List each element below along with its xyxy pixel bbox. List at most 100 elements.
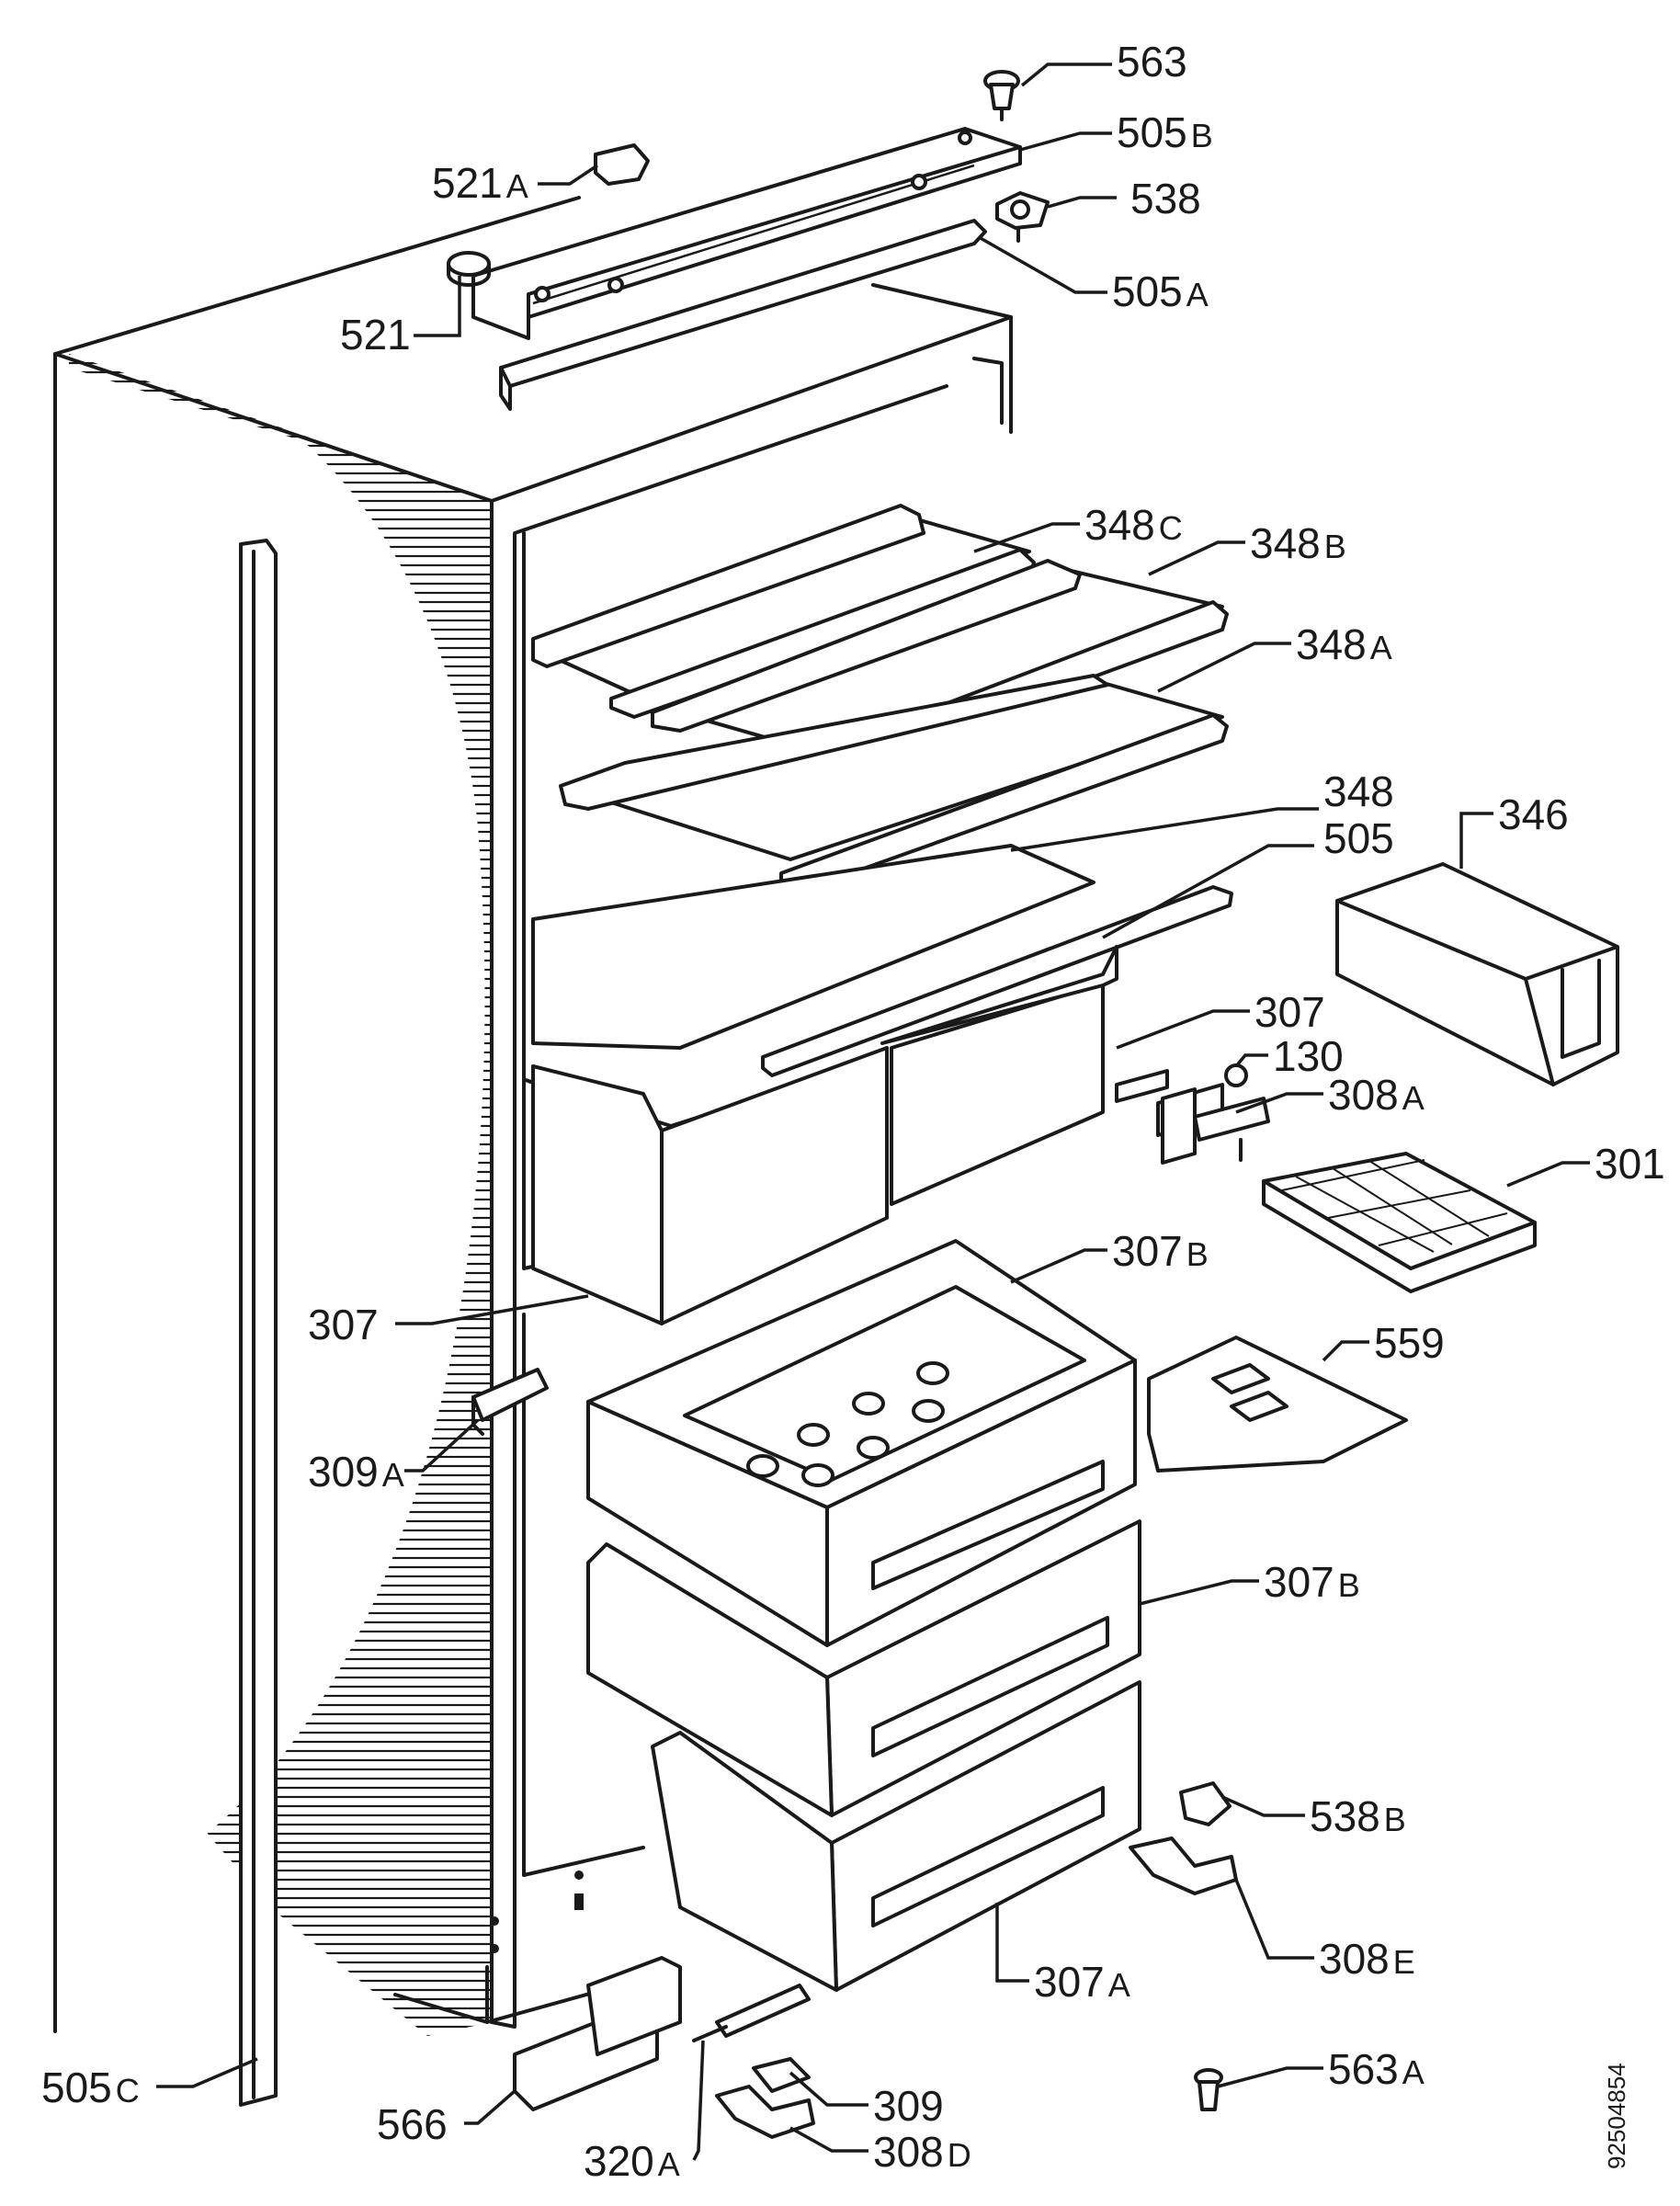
callout-505: 505 — [1323, 814, 1394, 862]
leader-559 — [1322, 1340, 1369, 1362]
drawer-middle-side — [586, 1542, 834, 1817]
callout-559: 559 — [1374, 1319, 1445, 1367]
callout-number: 348 — [1250, 519, 1321, 567]
screw-hole — [574, 1871, 584, 1880]
callout-number: 505 — [41, 2064, 112, 2111]
leader-346 — [1459, 812, 1493, 869]
leader-505 — [1102, 844, 1314, 939]
callout-suffix: A — [1370, 629, 1392, 666]
cap-521-top — [447, 251, 491, 277]
screw-hole — [490, 1944, 499, 1953]
hinge-bar-hole — [958, 131, 972, 145]
leader-538 — [1047, 196, 1117, 209]
leader-505B — [1019, 131, 1112, 152]
leader-348 — [1010, 807, 1319, 852]
callout-number: 307 — [1112, 1227, 1183, 1275]
drawer-top-holes — [746, 1361, 949, 1487]
door-seal-strip — [239, 539, 278, 2107]
crisper-drawer-left — [524, 1046, 889, 1325]
clip-309 — [752, 2057, 811, 2093]
shelf-348B-back-rail — [651, 559, 1082, 733]
hinge-320A-pin — [692, 2025, 728, 2042]
screw-body — [989, 83, 1015, 110]
leader-309 — [789, 2071, 868, 2107]
door-bin-346 — [1335, 862, 1619, 1086]
slot-mark — [574, 1893, 584, 1910]
leader-307-left — [395, 1294, 589, 1325]
drawer-middle-handle — [871, 1616, 1109, 1757]
drawing-code: 92504854 — [1603, 2063, 1630, 2169]
leader-130 — [1234, 1053, 1268, 1068]
seal-strip-outer — [239, 539, 278, 2107]
hinge-308D — [715, 2085, 815, 2139]
callout-538: 538 — [1130, 175, 1201, 222]
hinge-308E — [1129, 1836, 1238, 1895]
callout-suffix: A — [506, 167, 528, 205]
leader-308A — [1235, 1092, 1323, 1114]
hinge-bar-hole — [911, 174, 927, 190]
callout-number: 307 — [1034, 1958, 1105, 2006]
shelf-348A-back-rail — [559, 674, 1109, 811]
callout-number: 308 — [1328, 1071, 1399, 1119]
callout-suffix: A — [1186, 276, 1209, 313]
callout-suffix: A — [1402, 1079, 1425, 1117]
hinge-308A-plate — [1161, 1087, 1197, 1165]
leader-307B-top — [1010, 1248, 1107, 1284]
freezer-drawer-top — [586, 1239, 1137, 1647]
leader-566 — [464, 2089, 516, 2125]
callout-suffix: E — [1393, 1943, 1415, 1981]
callout-number: 559 — [1374, 1319, 1445, 1367]
screw-563A — [1194, 2068, 1223, 2111]
crisper-rail-body — [761, 885, 1233, 1077]
callout-number: 505 — [1323, 814, 1394, 862]
callout-suffix: B — [1324, 528, 1346, 565]
callout-521: 521 — [340, 311, 411, 358]
callout-346: 346 — [1498, 790, 1569, 838]
callout-suffix: B — [1338, 1566, 1360, 1604]
shelf-348-glass — [531, 844, 1095, 1050]
leader-301 — [1506, 1161, 1590, 1188]
callout-301: 301 — [1595, 1140, 1665, 1188]
drawer-top-side — [586, 1400, 829, 1647]
callout-number: 521 — [340, 311, 411, 358]
callout-309: 309 — [873, 2082, 944, 2130]
callout-number: 320 — [584, 2137, 654, 2185]
callout-number: 563 — [1117, 38, 1187, 85]
hinge-pin-538B-body — [1179, 1781, 1232, 1826]
ice-tray-301 — [1262, 1152, 1537, 1293]
leader-348B — [1148, 540, 1245, 576]
divider-plate-559 — [1147, 1336, 1408, 1473]
hinge-bar-hole — [607, 277, 624, 293]
callout-number: 538 — [1310, 1792, 1380, 1840]
callout-130: 130 — [1273, 1032, 1344, 1080]
ice-tray-side — [1262, 1179, 1537, 1293]
leader-308D — [789, 2126, 868, 2153]
callout-suffix: A — [382, 1456, 404, 1494]
bracket-307-body — [1115, 1069, 1169, 1103]
callout-number: 348 — [1323, 768, 1394, 815]
callout-number: 346 — [1498, 790, 1569, 838]
clip-309A-body — [471, 1368, 549, 1422]
cap-521-side — [447, 262, 491, 287]
hinge-308E-body — [1129, 1836, 1238, 1895]
bin-346-body — [1335, 862, 1619, 1086]
drawer-bottom-side — [651, 1731, 838, 1992]
screw-563 — [983, 70, 1020, 121]
leader-308E — [1234, 1879, 1314, 1960]
leader-307-right — [1116, 1009, 1250, 1050]
callout-number: 307 — [1264, 1558, 1334, 1606]
hinge-pin-538B — [1179, 1781, 1232, 1826]
